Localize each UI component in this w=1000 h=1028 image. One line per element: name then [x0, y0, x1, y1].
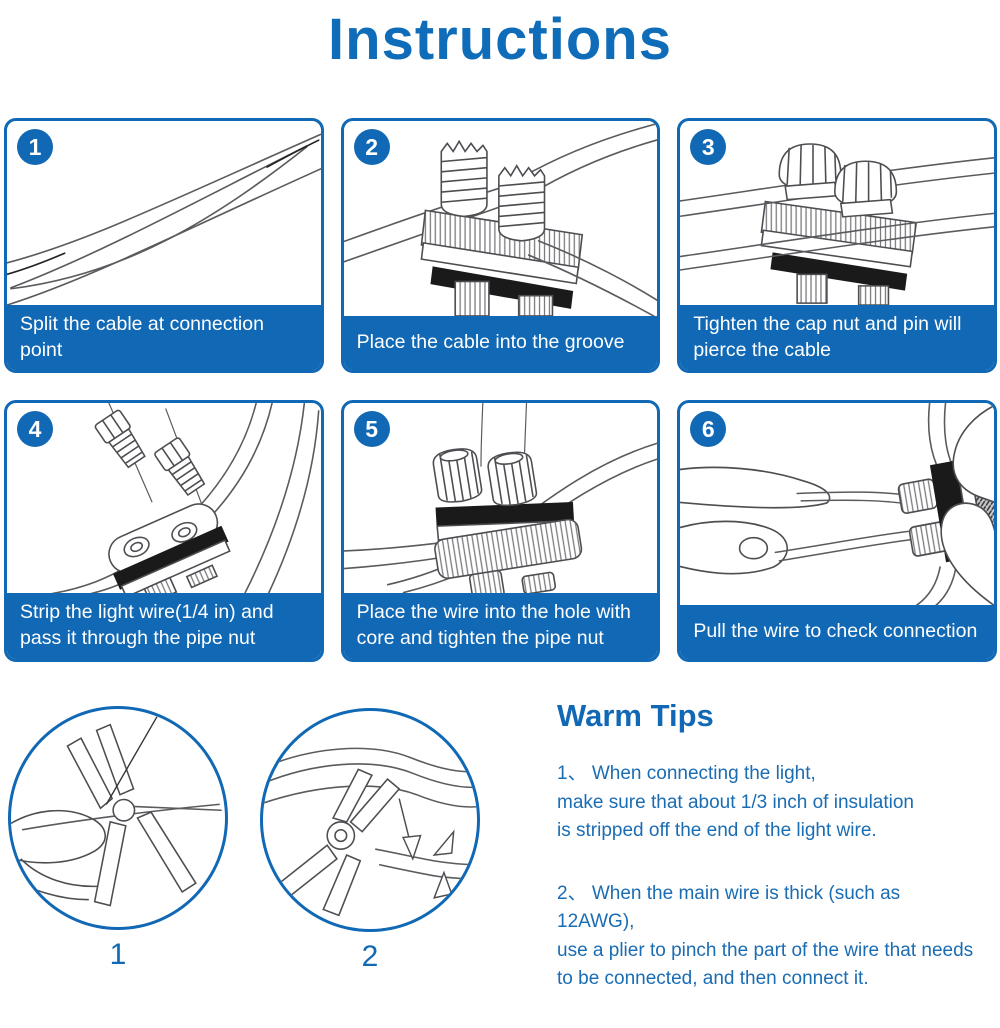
step-caption: Pull the wire to check connection — [680, 605, 994, 659]
step-3-illustration — [680, 121, 994, 306]
figure-2-label: 2 — [361, 940, 379, 973]
step-caption: Split the cable at connection point — [7, 305, 321, 370]
step-panel-6: 6 — [677, 400, 997, 662]
figure-2: 2 — [260, 708, 480, 974]
step-number-badge: 5 — [353, 411, 390, 447]
wire-into-hole-line-art — [343, 403, 658, 593]
step-caption: Strip the light wire(1/4 in) and pass it… — [7, 592, 321, 659]
warm-tips-heading: Warm Tips — [557, 698, 714, 733]
step-number-badge: 4 — [17, 411, 53, 447]
step-1-illustration — [7, 121, 321, 306]
step-panel-1: 1 Split the cable at connection point — [4, 118, 324, 373]
warm-tip-2: 2、 When the main wire is thick (such as … — [557, 882, 974, 990]
step-panel-3: 3 — [677, 118, 997, 373]
figure-1-label: 1 — [109, 938, 127, 971]
step-number-badge: 6 — [690, 411, 727, 447]
warm-tips-section: Warm Tips 1、 When connecting the light, … — [557, 698, 981, 1028]
step-caption: Place the cable into the groove — [343, 316, 658, 370]
step-number-badge: 3 — [690, 129, 727, 165]
step-caption: Tighten the cap nut and pin will pierce … — [680, 305, 994, 370]
steps-grid: 1 Split the cable at connection point 2 — [4, 118, 997, 662]
warm-tip-1: 1、 When connecting the light, make sure … — [557, 763, 915, 841]
page-title: Instructions — [328, 7, 672, 72]
figure-1-circle — [8, 706, 228, 930]
step-2-illustration — [343, 121, 658, 316]
pull-wire-check-line-art — [680, 403, 994, 605]
footer-section: 1 — [0, 680, 1000, 1000]
tighten-cap-nut-line-art — [680, 143, 994, 306]
step-5-illustration — [343, 403, 658, 593]
step-number-badge: 1 — [17, 129, 53, 165]
figure-2-circle — [260, 708, 480, 932]
pliers-pinch-wire-line-art — [11, 716, 222, 907]
step-panel-4: 4 — [4, 400, 324, 662]
pliers-flatten-wire-line-art — [263, 747, 477, 917]
step-panel-2: 2 — [340, 118, 661, 373]
step-number-badge: 2 — [353, 129, 390, 165]
step-6-illustration — [680, 403, 994, 605]
figure-1: 1 — [8, 706, 228, 972]
split-cable-line-art — [7, 133, 321, 306]
cable-in-groove-line-art — [343, 122, 658, 316]
strip-wire-through-pipe-nut-line-art — [53, 403, 320, 593]
step-panel-5: 5 — [340, 400, 661, 662]
step-caption: Place the wire into the hole with core a… — [343, 592, 658, 659]
step-4-illustration — [7, 403, 321, 593]
